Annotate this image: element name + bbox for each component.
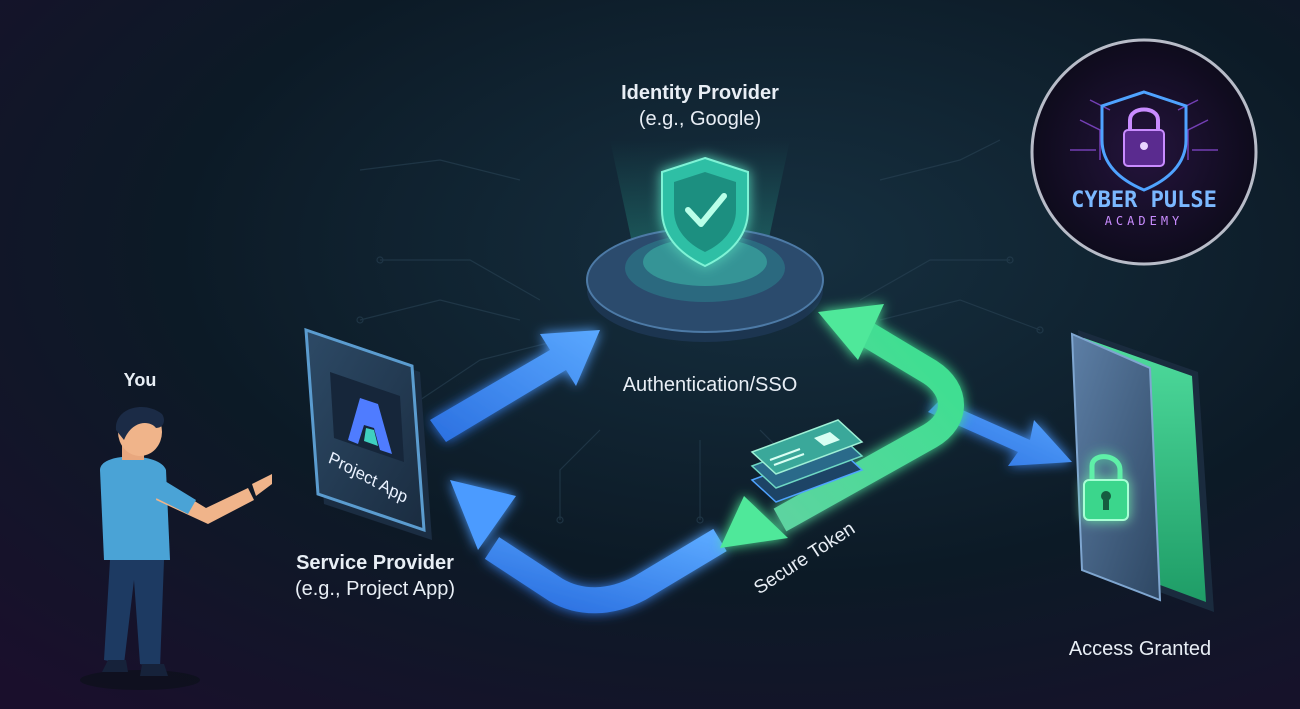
- brand-logo: [1030, 38, 1258, 266]
- arrow-to-resource: [928, 400, 1072, 466]
- identity-provider-title: Identity Provider: [621, 82, 779, 104]
- access-granted-label: Access Granted: [1068, 638, 1212, 660]
- service-provider-title: Service Provider: [296, 552, 454, 574]
- brand-subtitle: ACADEMY: [1104, 214, 1184, 228]
- arrow-return-to-service-provider: [450, 480, 727, 614]
- door-frame: [1070, 330, 1214, 612]
- token-card-icon: [750, 419, 864, 503]
- token-arrow: [720, 304, 964, 548]
- padlock-icon: [1083, 454, 1129, 521]
- app-logo-icon: [348, 398, 392, 454]
- user-label: You: [123, 370, 157, 390]
- shield-icon: [661, 156, 749, 268]
- identity-provider-subtitle: (e.g., Google): [638, 108, 762, 130]
- brand-name: CYBER PULSE: [1071, 188, 1217, 213]
- service-provider-subtitle: (e.g., Project App): [294, 578, 456, 600]
- arrow-to-identity-provider: [430, 330, 600, 442]
- authentication-label: Authentication/SSO: [622, 374, 798, 396]
- user-figure: [80, 407, 272, 690]
